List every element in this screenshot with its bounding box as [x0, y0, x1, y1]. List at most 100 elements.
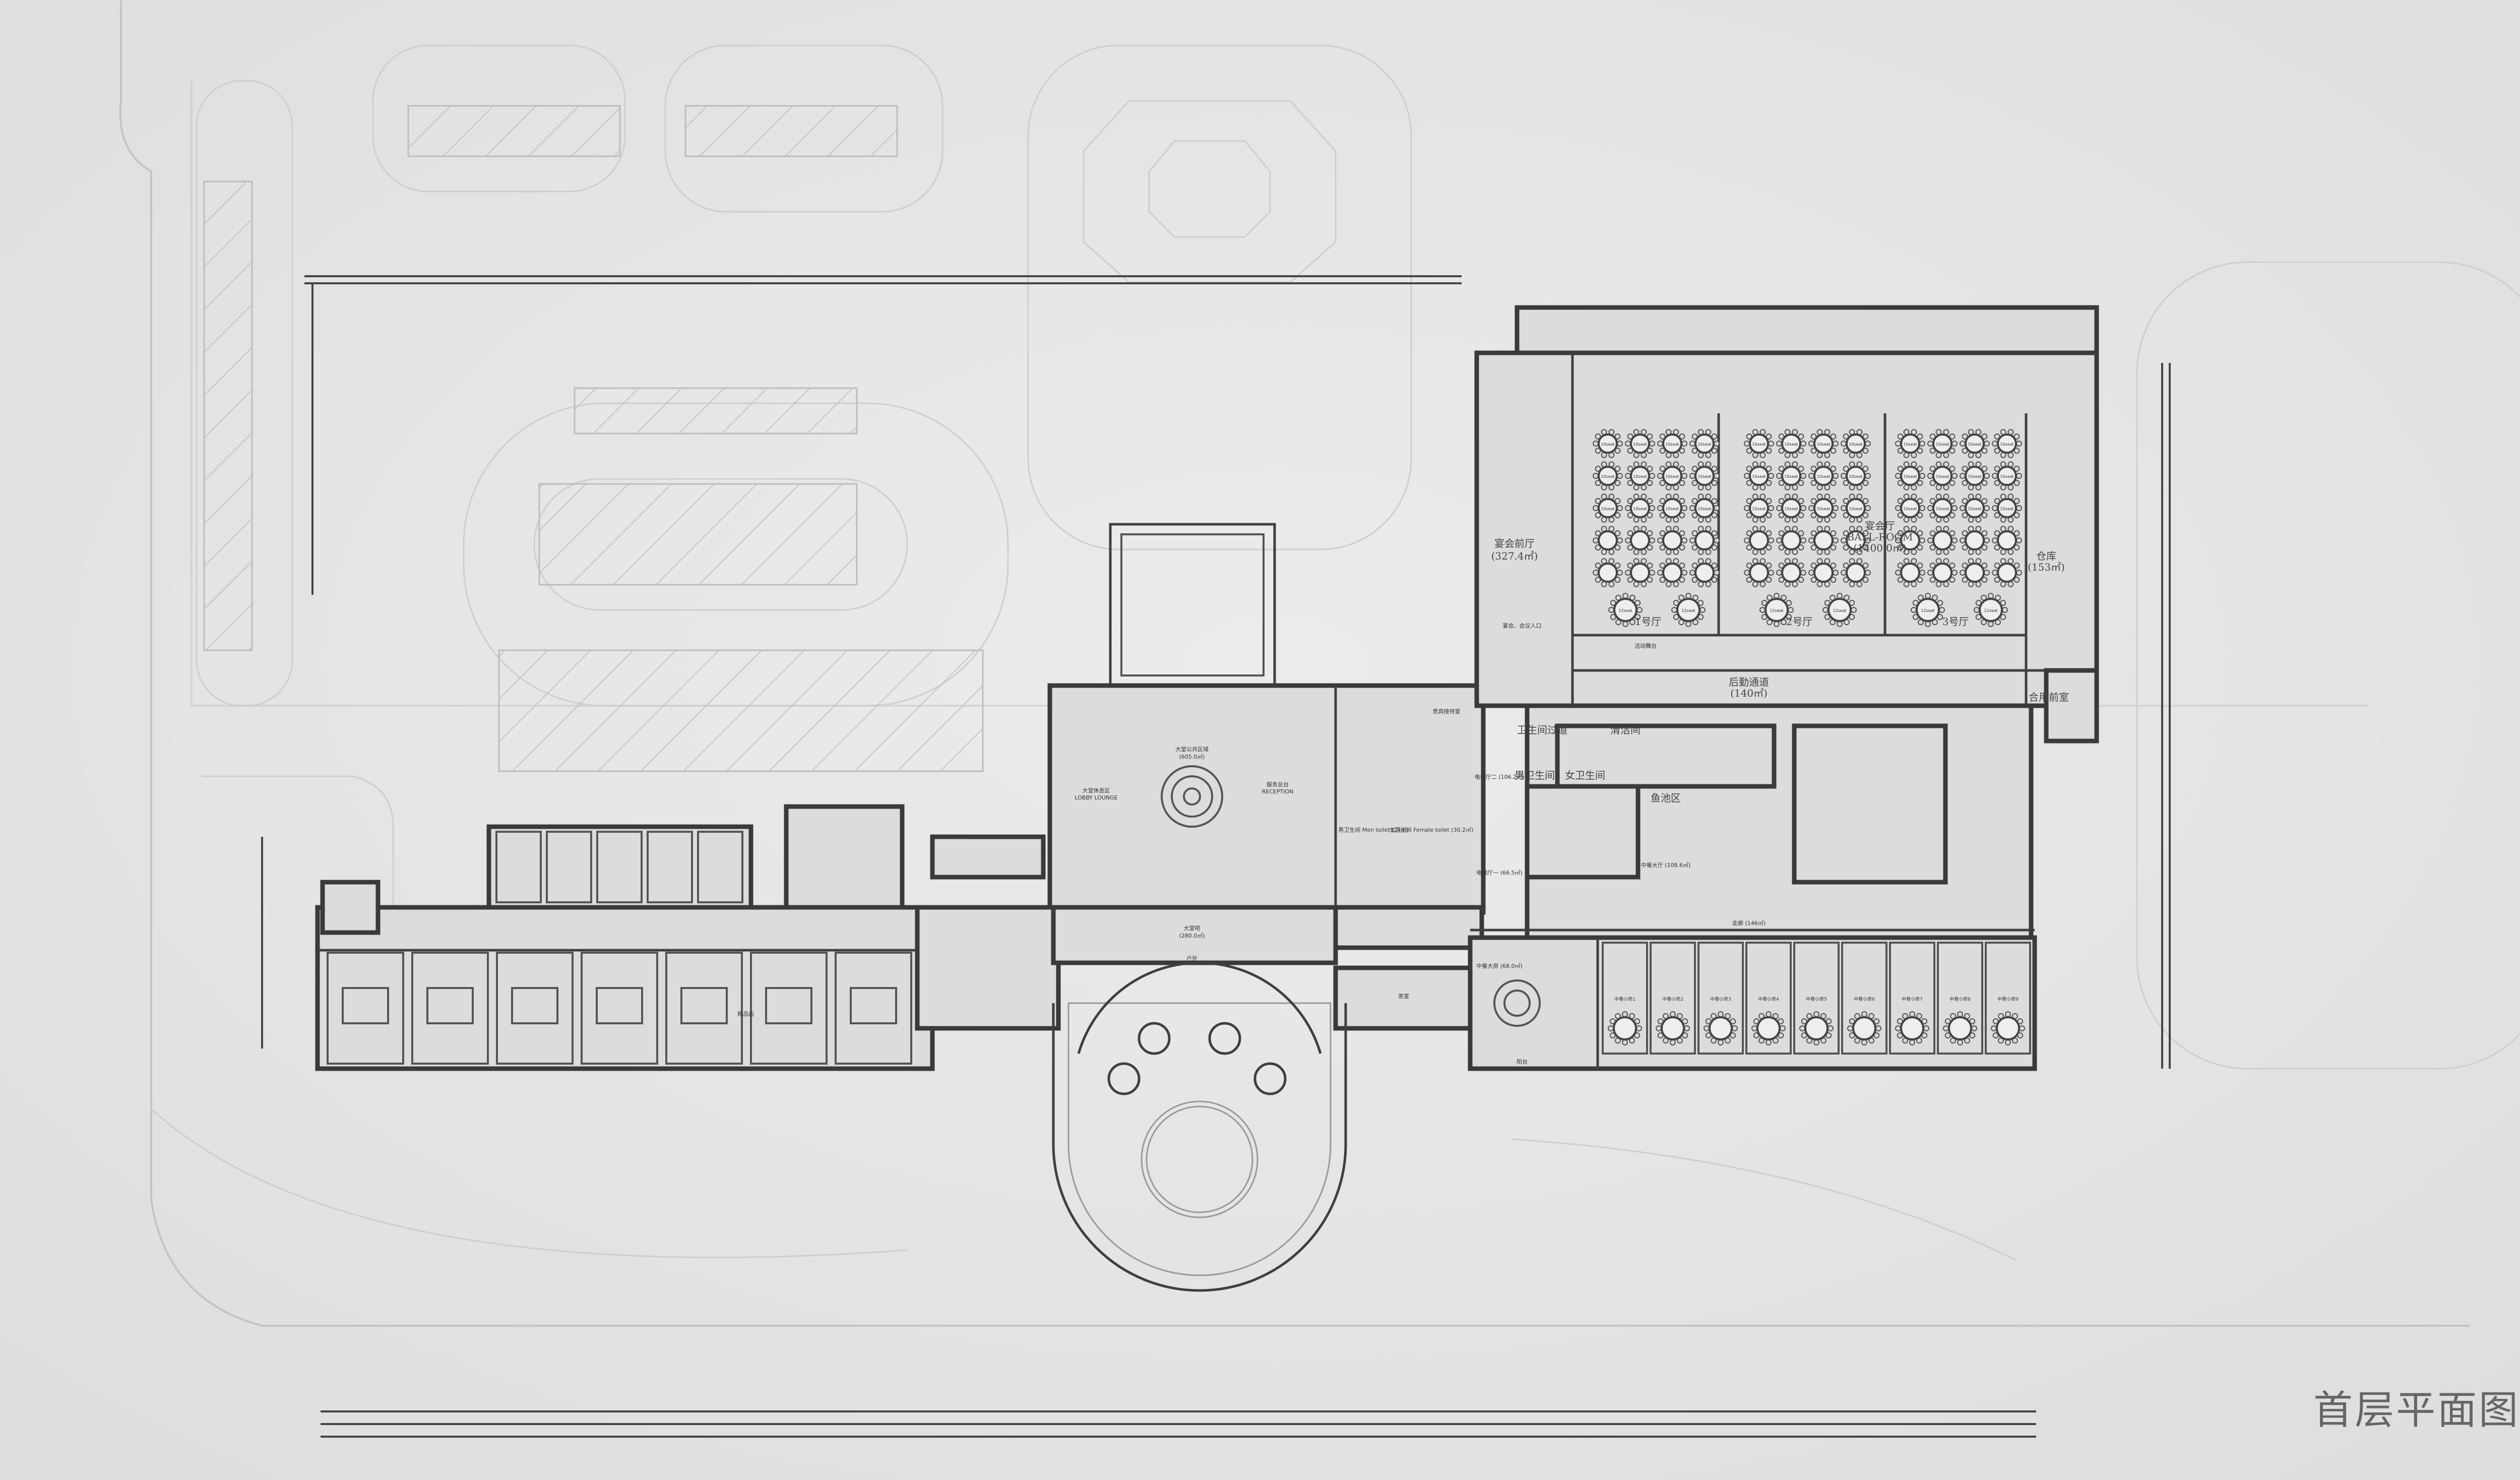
- chair: [1649, 441, 1655, 447]
- chair: [1798, 498, 1804, 504]
- round-table: 10seat: [1927, 429, 1958, 458]
- chair: [1649, 537, 1655, 543]
- round-table: [1751, 1011, 1786, 1045]
- chair: [1657, 505, 1663, 511]
- chair: [1810, 577, 1817, 583]
- chair: [1949, 498, 1956, 504]
- chair: [1862, 530, 1869, 536]
- chair: [1622, 1011, 1628, 1017]
- table-top: [1948, 1016, 1972, 1040]
- chair: [1776, 570, 1782, 576]
- chair: [1766, 1011, 1772, 1017]
- table-top: [1662, 434, 1682, 454]
- circular-courtyard: [1052, 961, 1347, 1292]
- chair: [1984, 473, 1990, 479]
- table-seat-label: 10seat: [2000, 442, 2013, 447]
- chair: [1994, 465, 2000, 472]
- chair: [2013, 544, 2020, 551]
- chair: [1833, 505, 1839, 511]
- table-seat-label: 10seat: [1968, 507, 1981, 511]
- round-table: [1895, 526, 1925, 555]
- chair: [1830, 544, 1837, 551]
- chair: [2013, 530, 2020, 536]
- chair: [1691, 465, 1698, 472]
- chair: [1981, 433, 1988, 440]
- chair: [1711, 433, 1718, 440]
- chair: [1800, 570, 1806, 576]
- chair: [1691, 530, 1698, 536]
- round-table: [1960, 558, 1990, 587]
- label-tea-room: 茶室: [1398, 993, 1409, 1000]
- chair: [1711, 498, 1718, 504]
- guest-room: [835, 952, 912, 1065]
- round-table: [1808, 558, 1839, 587]
- label-corridor: 走廊 (146㎡): [1732, 919, 1766, 927]
- chair: [1627, 480, 1633, 486]
- chair: [2013, 562, 2020, 569]
- chair: [1841, 505, 1847, 511]
- chair: [1925, 593, 1931, 599]
- chair: [1962, 544, 1968, 551]
- table-top: [1630, 498, 1650, 518]
- round-table: 12seat: [1671, 593, 1706, 627]
- round-table: [1895, 558, 1925, 587]
- guest-room: [647, 831, 693, 903]
- chair: [1927, 473, 1933, 479]
- table-seat-label: 10seat: [1816, 442, 1830, 447]
- chair: [1627, 562, 1633, 569]
- chair: [1691, 577, 1698, 583]
- table-seat-label: 10seat: [1849, 507, 1862, 511]
- table-top: [1749, 466, 1769, 486]
- chair: [1659, 544, 1666, 551]
- chair: [2013, 480, 2020, 486]
- table-seat-label: 10seat: [1784, 507, 1798, 511]
- chair: [1798, 562, 1804, 569]
- chair: [1929, 512, 1936, 519]
- round-table: 10seat: [1657, 429, 1687, 458]
- chair: [1617, 537, 1623, 543]
- chair: [1843, 480, 1849, 486]
- chair: [1830, 465, 1837, 472]
- chair: [1897, 544, 1904, 551]
- round-table: 10seat: [1689, 461, 1720, 490]
- round-table: [1657, 526, 1687, 555]
- chair: [1649, 473, 1655, 479]
- round-table: 10seat: [1992, 494, 2022, 523]
- table-seat-label: 10seat: [1816, 474, 1830, 479]
- table-seat-label: 12seat: [1921, 608, 1934, 613]
- chair: [1679, 433, 1685, 440]
- chair: [1659, 512, 1666, 519]
- chair: [1951, 570, 1958, 576]
- chair: [1862, 433, 1869, 440]
- table-top: [1630, 434, 1650, 454]
- chair: [1617, 473, 1623, 479]
- chair: [1843, 512, 1849, 519]
- chair: [1766, 530, 1772, 536]
- chair: [1595, 562, 1601, 569]
- chair: [1929, 544, 1936, 551]
- chair: [1659, 530, 1666, 536]
- round-table: [1689, 558, 1720, 587]
- table-top: [1781, 563, 1801, 583]
- round-table: 10seat: [1841, 461, 1871, 490]
- chair: [1810, 544, 1817, 551]
- guest-room: [495, 831, 542, 903]
- chair: [1798, 465, 1804, 472]
- chair: [1917, 512, 1923, 519]
- chair: [1951, 473, 1958, 479]
- round-table: 10seat: [1657, 461, 1687, 490]
- chair: [1718, 1011, 1724, 1017]
- chair: [1981, 530, 1988, 536]
- chair: [1798, 577, 1804, 583]
- chair: [1830, 498, 1837, 504]
- chair: [1984, 537, 1990, 543]
- table-top: [1900, 466, 1920, 486]
- private-room-label: 中餐小房6: [1854, 996, 1875, 1002]
- guest-room: [581, 952, 658, 1065]
- chair: [1766, 498, 1772, 504]
- label-fish-pool: 鱼池区: [1651, 792, 1681, 804]
- label-chinese-large-room: 中餐大房 (68.0㎡): [1476, 962, 1523, 969]
- chair: [1988, 621, 1994, 627]
- private-room-label: 中餐小房1: [1614, 996, 1635, 1002]
